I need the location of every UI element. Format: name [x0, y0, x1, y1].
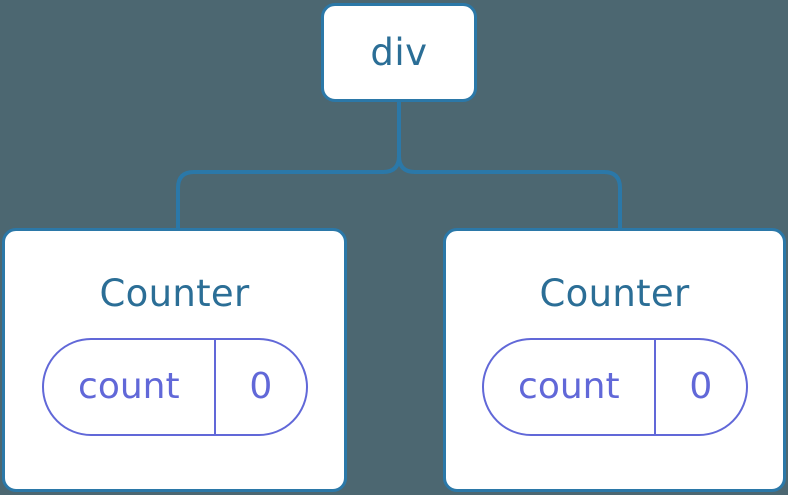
connector-branch-right	[397, 155, 622, 228]
node-div[interactable]: div	[321, 3, 477, 102]
node-counter-1-label: Counter	[539, 272, 690, 315]
connector-branch-left	[176, 155, 401, 228]
state-value-1: 0	[689, 366, 713, 407]
node-counter-0-label: Counter	[99, 272, 250, 315]
state-key-0: count	[44, 340, 217, 434]
node-div-label: div	[370, 31, 428, 74]
node-counter-0[interactable]: Counter count 0	[2, 228, 347, 492]
node-counter-1[interactable]: Counter count 0	[443, 228, 786, 492]
state-key-1: count	[484, 340, 657, 434]
state-capsule-1[interactable]: count 0	[481, 338, 748, 436]
state-value-0: 0	[249, 366, 273, 407]
state-capsule-0[interactable]: count 0	[41, 338, 308, 436]
